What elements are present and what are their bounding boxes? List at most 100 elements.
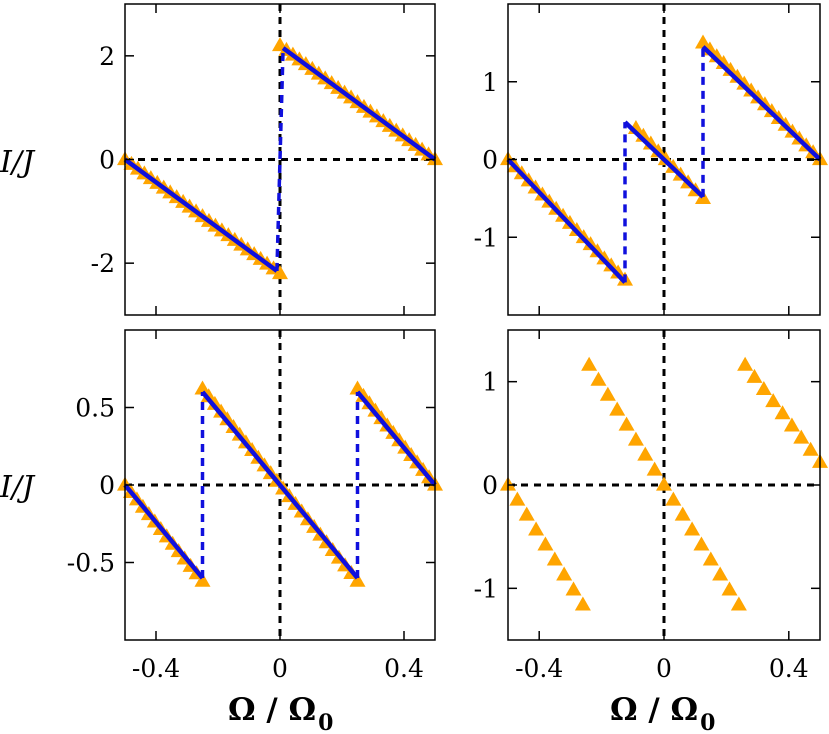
data-point-marker (695, 34, 711, 49)
data-point-marker (213, 403, 230, 418)
data-point-marker (765, 393, 782, 408)
data-point-marker (518, 506, 535, 521)
y-tick-label: -1 (474, 574, 498, 603)
x-tick-label: 0 (656, 654, 672, 683)
data-point-marker (756, 96, 773, 111)
data-point-marker (537, 536, 554, 551)
xlabel-left-sub: 0 (318, 710, 333, 734)
data-point-marker (774, 405, 791, 420)
y-tick-label: 1 (482, 68, 498, 97)
data-point-marker (610, 264, 627, 279)
data-point-marker (373, 410, 390, 425)
y-tick-label: -0.5 (67, 549, 115, 578)
data-point-marker (755, 381, 772, 396)
data-point-marker (206, 395, 223, 410)
line-segment (355, 390, 437, 487)
marker-series (500, 356, 828, 611)
data-point-marker (556, 566, 573, 581)
data-point-marker (528, 521, 545, 536)
x-tick-label: 0 (272, 654, 288, 683)
data-point-marker (736, 75, 753, 90)
data-point-marker (656, 476, 672, 491)
data-point-marker (802, 441, 819, 456)
data-point-marker (695, 189, 711, 204)
panel-bottom-right: -1 0 1 -0.4 0 0.4 (474, 329, 828, 683)
data-point-marker (194, 572, 211, 587)
xlabel-right-sub: 0 (700, 710, 715, 734)
line-segment (123, 157, 279, 273)
panel-top-right: -1 0 1 (474, 3, 828, 316)
x-tick-label: 0.4 (769, 654, 809, 683)
data-point-marker (743, 82, 760, 97)
line-series (123, 46, 437, 273)
data-point-marker (599, 386, 616, 401)
x-tick-label: 0.4 (384, 654, 424, 683)
data-point-marker (349, 572, 366, 587)
data-point-marker (200, 388, 217, 403)
y-tick-label: 1 (482, 368, 498, 397)
line-series (123, 390, 437, 580)
data-point-marker (590, 371, 607, 386)
line-segment (123, 483, 205, 580)
data-point-marker (194, 380, 211, 395)
data-point-marker (565, 581, 582, 596)
data-point-marker (574, 596, 591, 611)
y-tick-label: -1 (474, 223, 498, 252)
xlabel-left-main: Ω / Ω (228, 692, 316, 728)
y-tick-label: 2 (99, 42, 115, 71)
data-point-marker (509, 491, 526, 506)
data-point-marker (702, 551, 719, 566)
y-tick-label: -2 (91, 249, 115, 278)
y-tick-label: 0 (99, 146, 115, 175)
y-tick-label: 0 (482, 146, 498, 175)
data-point-marker (609, 401, 626, 416)
data-point-marker (684, 521, 701, 536)
xlabel-right: Ω / Ω0 (610, 692, 715, 734)
xlabel-left: Ω / Ω0 (228, 692, 333, 734)
line-series (506, 45, 822, 284)
x-tick-label: -0.4 (515, 654, 563, 683)
ylabel-top: I/J (0, 145, 36, 180)
data-point-marker (712, 566, 729, 581)
data-point-marker (737, 356, 754, 371)
data-point-marker (730, 596, 747, 611)
y-tick-label: 0.5 (75, 394, 115, 423)
panel-top-left: -2 0 2 (91, 3, 443, 316)
line-segment (701, 45, 822, 162)
data-point-marker (581, 356, 598, 371)
data-point-marker (650, 143, 667, 158)
data-point-marker (349, 380, 366, 395)
data-point-marker (627, 431, 644, 446)
data-point-marker (783, 417, 800, 432)
data-point-marker (746, 368, 763, 383)
data-point-marker (596, 250, 613, 265)
data-point-marker (665, 491, 682, 506)
xlabel-right-main: Ω / Ω (610, 692, 698, 728)
data-point-marker (721, 581, 738, 596)
y-tick-label: 0 (482, 471, 498, 500)
data-point-marker (793, 429, 810, 444)
line-segment (623, 120, 705, 199)
data-point-marker (674, 506, 691, 521)
data-point-marker (272, 265, 288, 280)
data-point-marker (750, 89, 767, 104)
data-point-marker (693, 536, 710, 551)
ylabel-bottom: I/J (0, 470, 36, 505)
line-segment (200, 390, 360, 580)
y-tick-label: 0 (99, 471, 115, 500)
line-segment (506, 157, 627, 284)
panel-bottom-left: -0.5 0 0.5 -0.4 0 0.4 (67, 329, 443, 683)
data-point-marker (618, 416, 635, 431)
line-segment (281, 46, 437, 162)
data-point-marker (729, 68, 746, 83)
data-point-marker (546, 551, 563, 566)
jump-line (275, 48, 285, 271)
data-point-marker (367, 402, 384, 417)
data-point-marker (603, 257, 620, 272)
data-point-marker (361, 395, 378, 410)
x-tick-label: -0.4 (132, 654, 180, 683)
data-point-marker (355, 387, 372, 402)
data-point-marker (646, 461, 663, 476)
data-point-marker (637, 446, 654, 461)
